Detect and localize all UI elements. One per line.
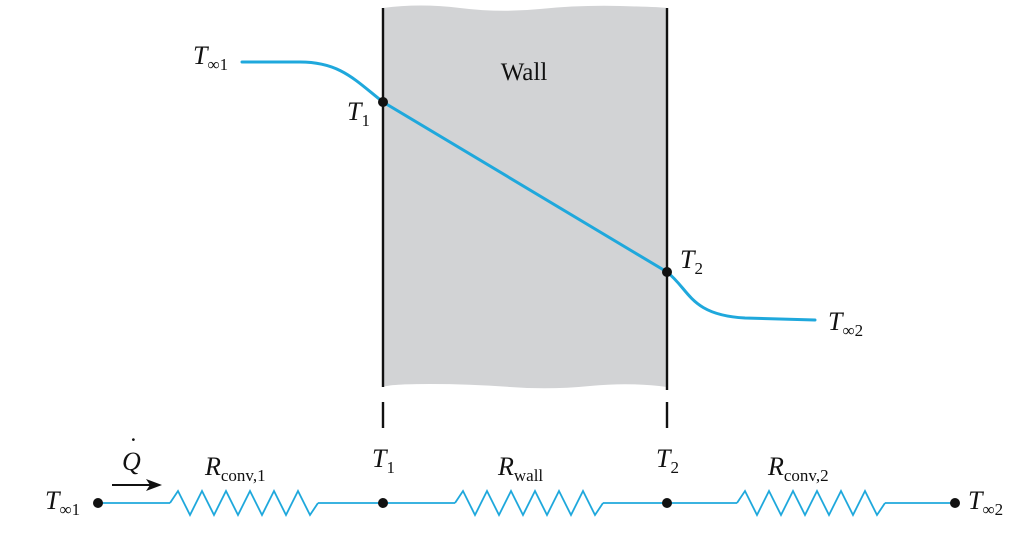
- circuit-node-inf1: [93, 498, 103, 508]
- circuit-label-t-inf2: T∞2: [968, 486, 1003, 519]
- heat-flow-arrow: [112, 479, 162, 491]
- thermal-circuit: Q ˙ T∞1 T1 T2 T∞2 Rconv,1 Rwall Rconv,2: [45, 433, 1003, 519]
- node-t1-surface: [378, 97, 388, 107]
- heat-rate-dot: ˙: [129, 433, 138, 462]
- label-r-conv1: Rconv,1: [204, 452, 266, 485]
- circuit-label-t2: T2: [656, 444, 679, 477]
- wall-fill: [383, 5, 667, 389]
- resistor-wall: [454, 488, 604, 518]
- temperature-profile: T∞1 T1 T2 T∞2: [193, 41, 863, 340]
- label-t-inf2: T∞2: [828, 307, 863, 340]
- label-t2: T2: [680, 245, 703, 278]
- label-t1: T1: [347, 97, 370, 130]
- node-t2-surface: [662, 267, 672, 277]
- resistor-conv1: [169, 488, 319, 518]
- circuit-node-inf2: [950, 498, 960, 508]
- label-r-wall: Rwall: [497, 452, 543, 485]
- circuit-node-t1: [378, 498, 388, 508]
- heat-rate-label: Q: [122, 447, 141, 476]
- label-t-inf1: T∞1: [193, 41, 228, 74]
- circuit-label-t-inf1: T∞1: [45, 486, 80, 519]
- circuit-label-t1: T1: [372, 444, 395, 477]
- label-r-conv2: Rconv,2: [767, 452, 829, 485]
- resistor-conv2: [736, 488, 886, 518]
- wall-label: Wall: [501, 59, 548, 86]
- circuit-node-t2: [662, 498, 672, 508]
- wall: Wall: [381, 5, 669, 390]
